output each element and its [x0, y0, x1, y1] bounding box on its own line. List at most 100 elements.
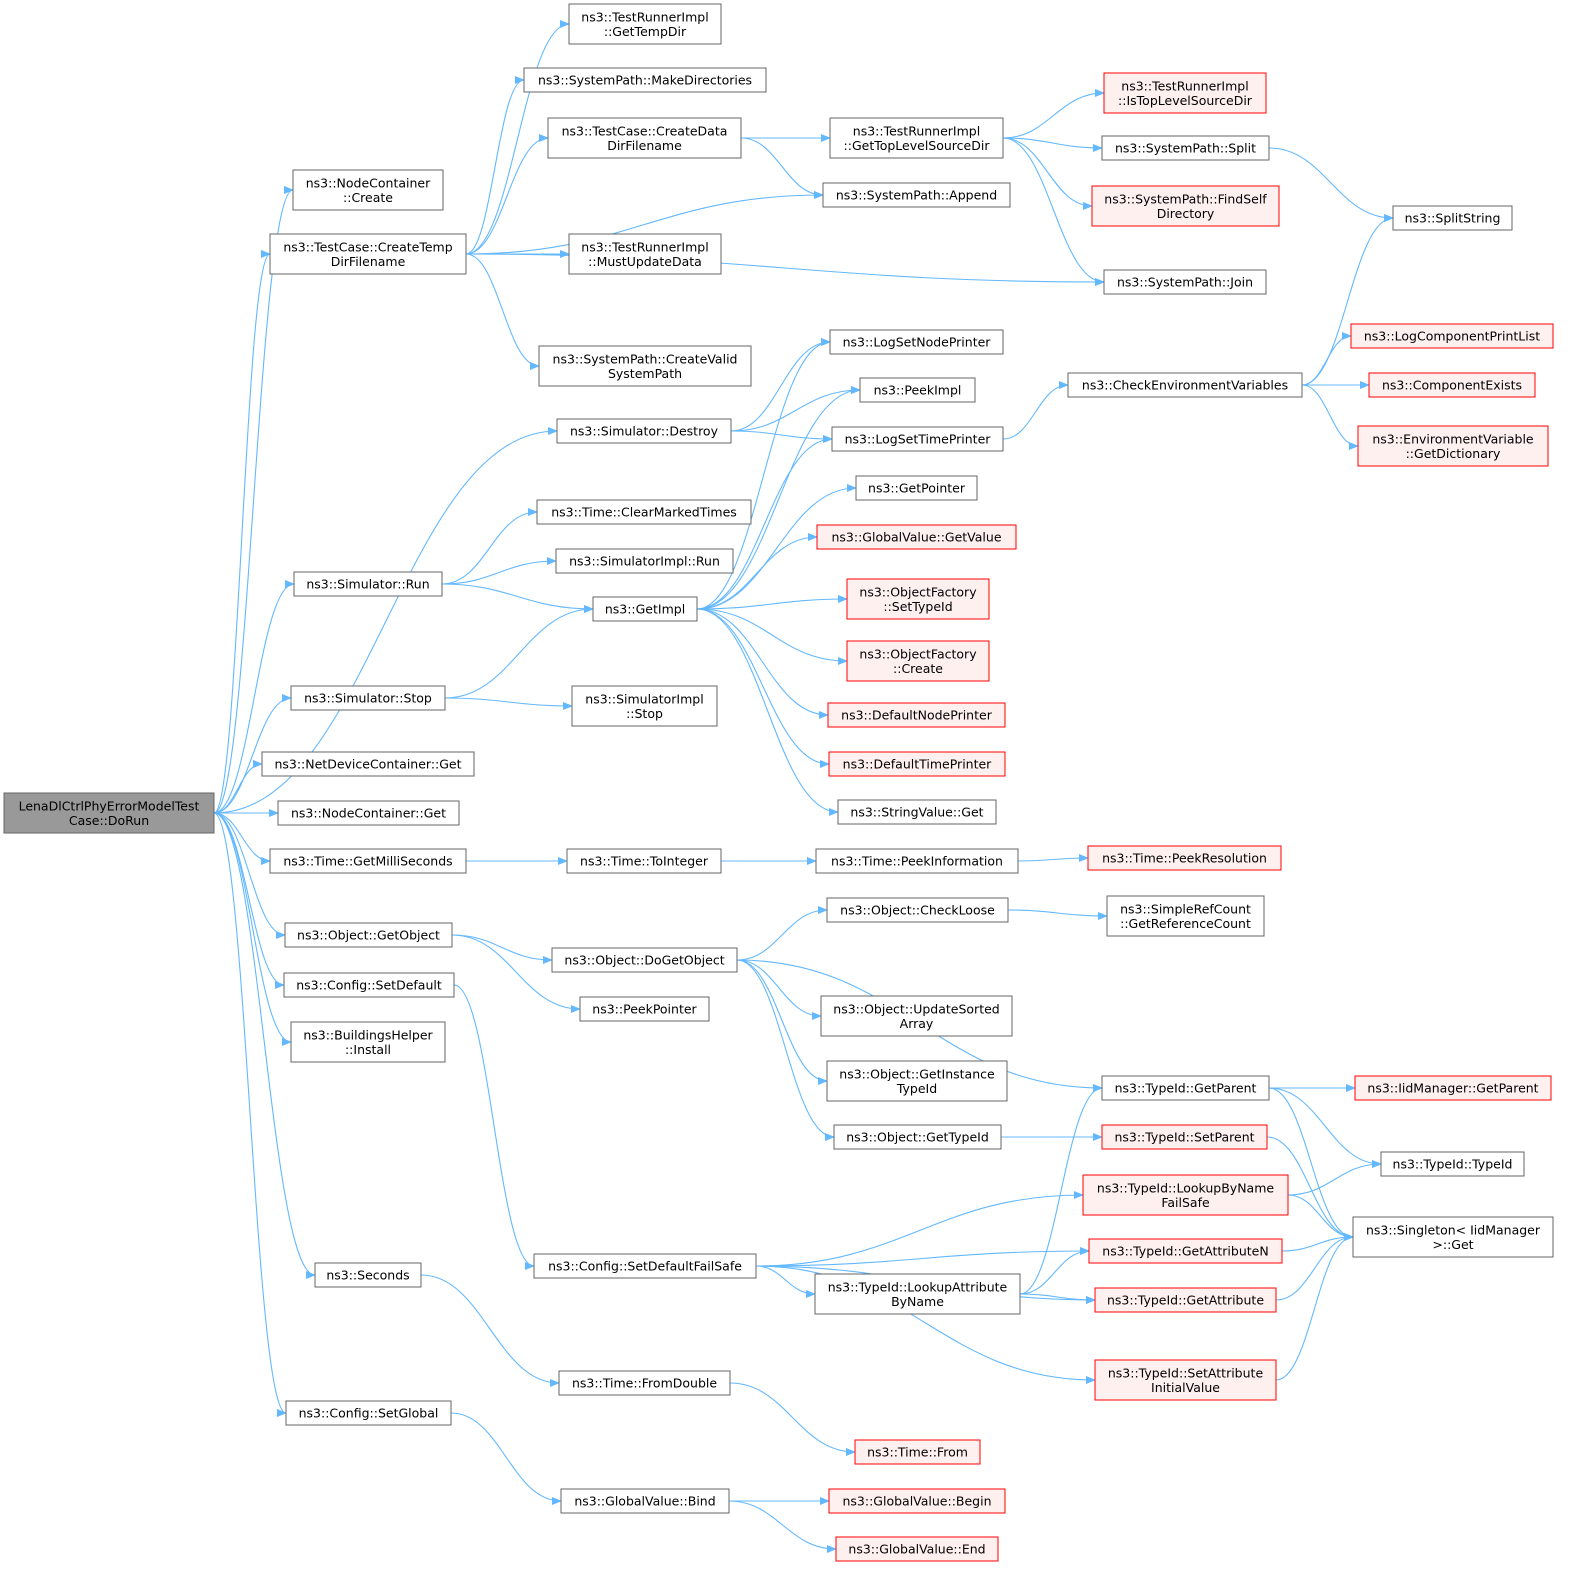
edge-getimpl-to-logsettimeprinter — [696, 435, 833, 610]
node-of-create[interactable]: ns3::ObjectFactory::Create — [846, 640, 990, 682]
node-getpointer[interactable]: ns3::GetPointer — [855, 475, 978, 501]
node-box — [846, 578, 990, 620]
node-tr-istoplevel[interactable]: ns3::TestRunnerImpl::IsTopLevelSourceDir — [1103, 72, 1267, 114]
node-obj-gettypeid[interactable]: ns3::Object::GetTypeId — [833, 1124, 1002, 1150]
node-tr-mustupdate[interactable]: ns3::TestRunnerImpl::MustUpdateData — [568, 233, 722, 275]
node-label: Array — [900, 1016, 934, 1031]
node-box — [523, 67, 767, 93]
nodes-layer: LenaDlCtrlPhyErrorModelTestCase::DoRunns… — [3, 3, 1554, 1562]
node-logsetnodeprinter[interactable]: ns3::LogSetNodePrinter — [829, 329, 1004, 355]
node-tid-getattributen[interactable]: ns3::TypeId::GetAttributeN — [1088, 1238, 1283, 1264]
node-label: ::Create — [893, 661, 943, 676]
node-time-clearmarked[interactable]: ns3::Time::ClearMarkedTimes — [536, 499, 752, 525]
node-time-peekres[interactable]: ns3::Time::PeekResolution — [1087, 845, 1282, 871]
edge-root-to-ndc_get — [213, 760, 263, 814]
node-defaulttimeprinter[interactable]: ns3::DefaultTimePrinter — [828, 751, 1006, 777]
node-label: ::Install — [345, 1042, 391, 1057]
node-tid-setparent[interactable]: ns3::TypeId::SetParent — [1101, 1124, 1268, 1150]
node-checkenv[interactable]: ns3::CheckEnvironmentVariables — [1067, 372, 1303, 398]
node-logcomponentprintlist[interactable]: ns3::LogComponentPrintList — [1350, 323, 1554, 349]
node-getimpl[interactable]: ns3::GetImpl — [592, 596, 698, 622]
node-tr-gettempdir[interactable]: ns3::TestRunnerImpl::GetTempDir — [568, 3, 722, 45]
node-peekpointer[interactable]: ns3::PeekPointer — [579, 996, 710, 1022]
node-sp-join[interactable]: ns3::SystemPath::Join — [1103, 269, 1267, 295]
node-tid-typeid[interactable]: ns3::TypeId::TypeId — [1380, 1151, 1525, 1177]
node-sp-split[interactable]: ns3::SystemPath::Split — [1101, 135, 1270, 161]
node-simimpl-stop[interactable]: ns3::SimulatorImpl::Stop — [571, 685, 718, 727]
node-time-from[interactable]: ns3::Time::From — [854, 1439, 981, 1465]
node-sp-makedirs[interactable]: ns3::SystemPath::MakeDirectories — [523, 67, 767, 93]
node-tid-getattribute[interactable]: ns3::TypeId::GetAttribute — [1094, 1287, 1277, 1313]
node-gv-end[interactable]: ns3::GlobalValue::End — [835, 1536, 999, 1562]
node-time-getms[interactable]: ns3::Time::GetMilliSeconds — [269, 848, 467, 874]
node-nc-create[interactable]: ns3::NodeContainer::Create — [292, 169, 444, 211]
node-tr-gettoplevel[interactable]: ns3::TestRunnerImpl::GetTopLevelSourceDi… — [829, 117, 1004, 159]
node-box — [1354, 1075, 1552, 1101]
node-iid-getparent[interactable]: ns3::IidManager::GetParent — [1354, 1075, 1552, 1101]
node-box — [1082, 1174, 1289, 1216]
node-simimpl-run[interactable]: ns3::SimulatorImpl::Run — [555, 548, 734, 574]
node-stringvalue-get[interactable]: ns3::StringValue::Get — [837, 799, 997, 825]
node-seconds[interactable]: ns3::Seconds — [314, 1262, 422, 1288]
edge-root-to-cfg_setglobal — [213, 812, 287, 1417]
node-label: TypeId — [896, 1081, 937, 1096]
node-box — [290, 685, 446, 711]
node-gv-getvalue[interactable]: ns3::GlobalValue::GetValue — [816, 524, 1017, 550]
node-gv-begin[interactable]: ns3::GlobalValue::Begin — [828, 1488, 1006, 1514]
node-defaultnodeprinter[interactable]: ns3::DefaultNodePrinter — [827, 702, 1006, 728]
edge-tc_createtemp-to-tc_createdata — [465, 134, 549, 255]
node-obj-dogetobject[interactable]: ns3::Object::DoGetObject — [551, 947, 738, 973]
node-box — [571, 685, 718, 727]
node-box — [292, 169, 444, 211]
edge-getimpl-to-defaulttimeprinter — [696, 608, 830, 768]
node-splitstring[interactable]: ns3::SplitString — [1392, 205, 1513, 231]
node-box — [579, 996, 710, 1022]
node-ndc-get[interactable]: ns3::NetDeviceContainer::Get — [261, 751, 475, 777]
node-cfg-setdefaultfailsafe[interactable]: ns3::Config::SetDefaultFailSafe — [533, 1253, 757, 1279]
node-box — [1091, 185, 1280, 227]
node-label: ns3::SystemPath::Split — [1115, 141, 1256, 156]
node-time-tointeger[interactable]: ns3::Time::ToInteger — [566, 848, 722, 874]
node-sim-run[interactable]: ns3::Simulator::Run — [293, 571, 443, 597]
node-label: ::GetDictionary — [1406, 446, 1501, 461]
node-time-peekinfo[interactable]: ns3::Time::PeekInformation — [815, 848, 1019, 874]
edge-time_peekinfo-to-time_peekres — [1017, 854, 1089, 863]
node-sim-stop[interactable]: ns3::Simulator::Stop — [290, 685, 446, 711]
node-sp-append[interactable]: ns3::SystemPath::Append — [822, 182, 1011, 208]
node-cfg-setdefault[interactable]: ns3::Config::SetDefault — [283, 972, 455, 998]
node-componentexists[interactable]: ns3::ComponentExists — [1368, 372, 1536, 398]
node-label: ns3::Config::SetDefaultFailSafe — [548, 1259, 742, 1274]
node-time-fromdouble[interactable]: ns3::Time::FromDouble — [558, 1370, 731, 1396]
edge-tc_createtemp-to-sp_append — [465, 191, 824, 255]
node-box — [816, 524, 1017, 550]
node-singleton-get[interactable]: ns3::Singleton< IidManager >::Get — [1352, 1216, 1554, 1258]
node-of-settypeid[interactable]: ns3::ObjectFactory::SetTypeId — [846, 578, 990, 620]
edge-root-to-sim_destroy — [213, 427, 558, 814]
node-bh-install[interactable]: ns3::BuildingsHelper::Install — [290, 1021, 446, 1063]
node-logsettimeprinter[interactable]: ns3::LogSetTimePrinter — [831, 426, 1004, 452]
node-envvar-getdict[interactable]: ns3::EnvironmentVariable::GetDictionary — [1357, 425, 1549, 467]
node-nc-get[interactable]: ns3::NodeContainer::Get — [277, 800, 460, 826]
node-srefcount-getref[interactable]: ns3::SimpleRefCount::GetReferenceCount — [1106, 895, 1265, 937]
node-sim-destroy[interactable]: ns3::Simulator::Destroy — [556, 418, 732, 444]
node-cfg-setglobal[interactable]: ns3::Config::SetGlobal — [285, 1400, 452, 1426]
node-obj-checkloose[interactable]: ns3::Object::CheckLoose — [826, 897, 1009, 923]
node-obj-getobject[interactable]: ns3::Object::GetObject — [284, 922, 453, 948]
edge-time_fromdouble-to-time_from — [729, 1382, 856, 1456]
node-label: ns3::TypeId::GetParent — [1115, 1081, 1257, 1096]
node-tid-getparent[interactable]: ns3::TypeId::GetParent — [1101, 1075, 1270, 1101]
node-gv-bind[interactable]: ns3::GlobalValue::Bind — [560, 1488, 730, 1514]
node-peekimpl[interactable]: ns3::PeekImpl — [859, 377, 976, 403]
node-box — [1368, 372, 1536, 398]
